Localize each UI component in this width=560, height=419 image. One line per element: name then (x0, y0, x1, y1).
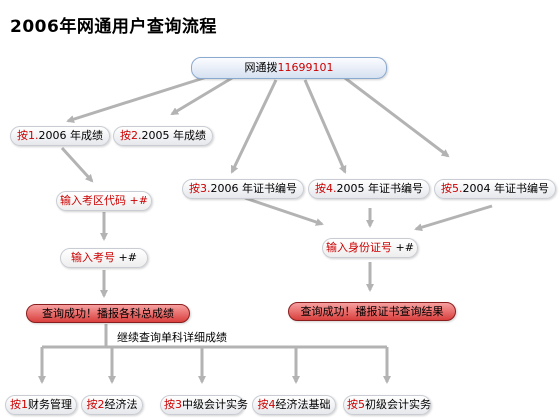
option-number: 3. (200, 182, 211, 195)
input-label: 输入考号 (71, 251, 116, 264)
page-title: 2006年网通用户查询流程 (10, 17, 217, 37)
input-suffix: +# (392, 241, 414, 254)
option-2006-cert: 按3.2006 年证书编号 (182, 179, 304, 199)
subject-number: 1 (21, 398, 28, 411)
arrow-root-to-2005-score (170, 76, 233, 116)
arrow-root-to-2006-cert (230, 79, 278, 174)
root-dial-node: 网通拨11699101 (191, 57, 387, 79)
arrow-root-to-2005-cert (303, 79, 347, 174)
subject-number: 4 (268, 398, 276, 411)
option-label: 2006 年成绩 (38, 129, 104, 142)
result-score-node: 查询成功！播报各科总成绩 (26, 304, 190, 323)
option-2004-cert: 按5.2004 年证书编号 (434, 179, 556, 199)
subject-label: 中级会计实务 (182, 398, 248, 411)
option-number: 1. (28, 129, 39, 142)
option-number: 2. (131, 129, 142, 142)
arrow-2006-score-to-exam-code (60, 146, 94, 183)
result-cert-label: 查询成功！播报证书查询结果 (300, 305, 444, 318)
subject-label: 初级会计实务 (365, 398, 431, 411)
option-label: 2005 年证书编号 (336, 182, 424, 195)
subject-number: 5 (358, 398, 365, 411)
press-label: 按 (315, 182, 326, 195)
arrow-root-to-2006-score (66, 74, 211, 124)
subject-2-node: 按2经济法 (81, 395, 143, 415)
option-2005-cert: 按4.2005 年证书编号 (308, 179, 430, 199)
option-number: 4. (326, 182, 337, 195)
input-label: 输入考区代码 (60, 194, 127, 207)
press-label: 按 (10, 398, 21, 411)
press-label: 按 (86, 398, 98, 411)
subject-1-node: 按1财务管理 (5, 395, 77, 415)
arrow-2006-cert-to-id (244, 196, 324, 226)
press-label: 按 (120, 129, 131, 142)
subject-label: 经济法基础 (275, 398, 331, 411)
subject-number: 3 (175, 398, 182, 411)
input-suffix: +# (126, 194, 148, 207)
result-score-label: 查询成功！播报各科总成绩 (42, 307, 174, 320)
root-number: 11699101 (277, 61, 334, 74)
input-exam-code-node: 输入考区代码 +# (56, 191, 152, 211)
option-number: 5. (452, 182, 463, 195)
root-prefix: 网通拨 (244, 61, 278, 74)
input-exam-no-node: 输入考号 +# (60, 248, 148, 268)
press-label: 按 (189, 182, 200, 195)
option-label: 2004 年证书编号 (462, 182, 550, 195)
subject-3-node: 按3中级会计实务 (160, 395, 248, 415)
subject-label: 经济法 (104, 398, 138, 411)
arrow-2004-cert-to-id (414, 204, 493, 232)
press-label: 按 (441, 182, 452, 195)
continue-label: 继续查询单科详细成绩 (117, 331, 227, 344)
subject-number: 2 (97, 398, 105, 411)
press-label: 按 (257, 398, 269, 411)
press-label: 按 (164, 398, 175, 411)
press-label: 按 (347, 398, 358, 411)
subject-4-node: 按4经济法基础 (252, 395, 336, 415)
subject-label: 财务管理 (28, 398, 72, 411)
option-2006-score: 按1.2006 年成绩 (10, 126, 110, 146)
press-label: 按 (17, 129, 28, 142)
input-label: 输入身份证号 (326, 241, 393, 254)
subject-5-node: 按5初级会计实务 (343, 395, 431, 415)
result-cert-node: 查询成功！播报证书查询结果 (288, 302, 456, 321)
option-label: 2005 年成绩 (141, 129, 207, 142)
arrow-root-to-2004-cert (344, 76, 450, 158)
option-2005-score: 按2.2005 年成绩 (113, 126, 213, 146)
input-id-node: 输入身份证号 +# (322, 238, 418, 258)
option-label: 2006 年证书编号 (210, 182, 298, 195)
input-suffix: +# (115, 251, 137, 264)
